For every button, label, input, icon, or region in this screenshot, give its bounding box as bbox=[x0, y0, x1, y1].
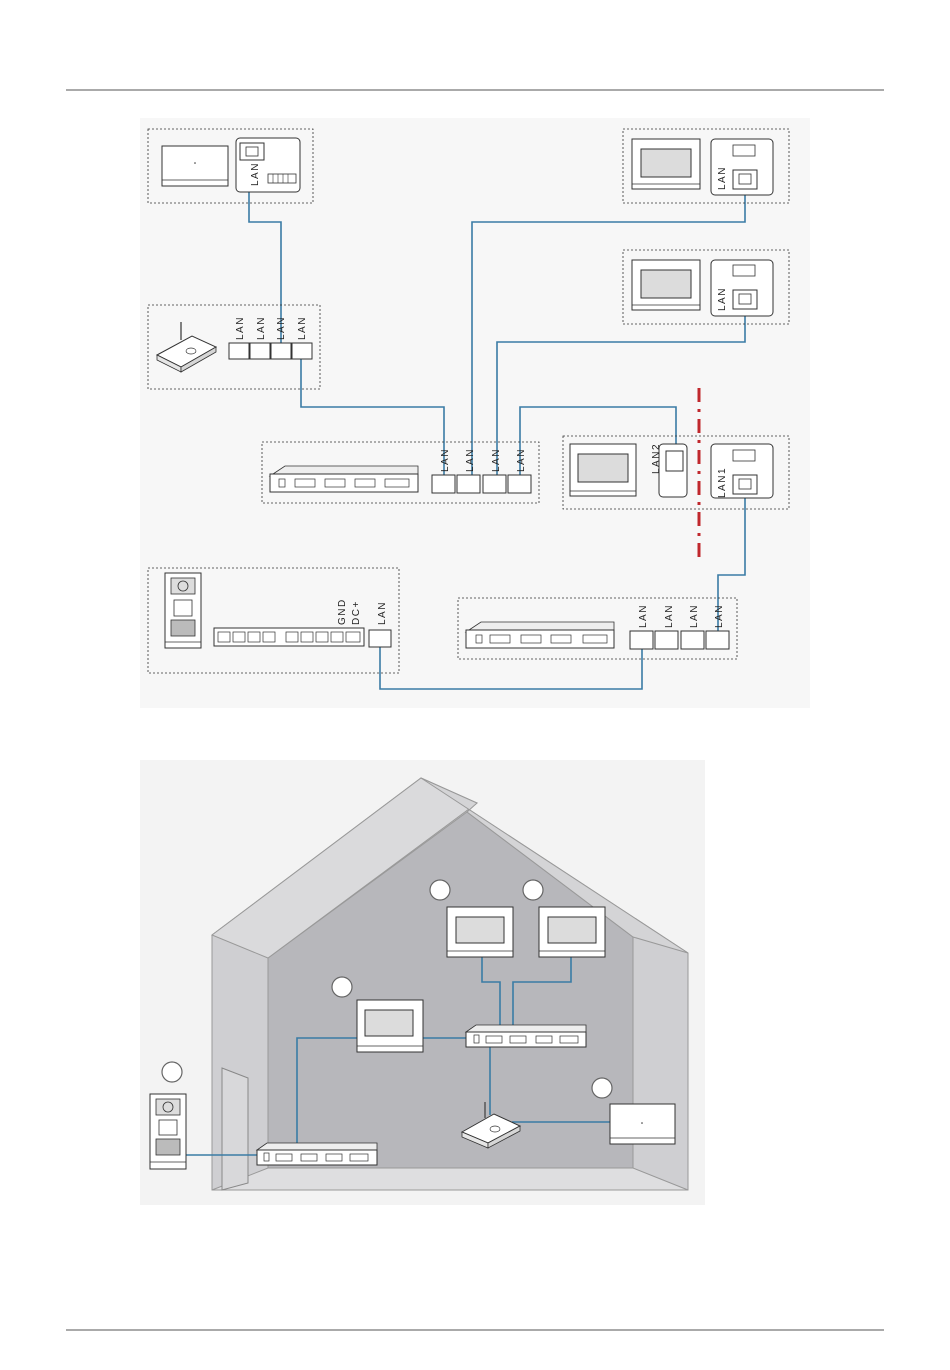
ethernet-port-icon bbox=[369, 630, 391, 647]
lan-label: LAN bbox=[516, 448, 527, 472]
indoor-unit-icon bbox=[610, 1104, 675, 1144]
lan-label: LAN bbox=[276, 316, 287, 340]
monitor-icon bbox=[641, 270, 691, 298]
monitor-icon bbox=[447, 907, 513, 957]
ethernet-port-icon bbox=[483, 475, 506, 493]
ethernet-port-icon bbox=[229, 343, 249, 359]
ethernet-port-icon bbox=[733, 475, 757, 494]
lan-label: LAN bbox=[717, 287, 728, 311]
switch-icon bbox=[466, 1025, 586, 1047]
ethernet-port-icon bbox=[630, 631, 653, 649]
ethernet-port-icon bbox=[292, 343, 312, 359]
lan-label: LAN bbox=[689, 604, 700, 628]
lan2-label: LAN2 bbox=[651, 443, 662, 474]
lan-label: LAN bbox=[235, 316, 246, 340]
monitor-icon bbox=[578, 454, 628, 482]
gnd-label: GND bbox=[337, 598, 348, 625]
dc-plus-label: DC+ bbox=[351, 600, 362, 625]
lan-label: LAN bbox=[465, 448, 476, 472]
door-station-icon bbox=[165, 573, 201, 648]
ethernet-port-icon bbox=[508, 475, 531, 493]
ethernet-port-icon bbox=[733, 170, 757, 189]
door-station-icon bbox=[150, 1094, 186, 1169]
ethernet-port-icon bbox=[271, 343, 291, 359]
ethernet-port-icon bbox=[432, 475, 455, 493]
ethernet-port-icon bbox=[733, 290, 757, 309]
ethernet-port-icon bbox=[250, 343, 270, 359]
ethernet-port-icon bbox=[240, 143, 264, 160]
house-illustration bbox=[140, 760, 705, 1205]
lan-label: LAN bbox=[491, 448, 502, 472]
lan-label: LAN bbox=[717, 166, 728, 190]
monitor-icon bbox=[539, 907, 605, 957]
lan-label: LAN bbox=[377, 601, 388, 625]
ethernet-port-icon bbox=[457, 475, 480, 493]
lan-label: LAN bbox=[297, 316, 308, 340]
terminal-block bbox=[268, 174, 296, 183]
lan-label: LAN bbox=[440, 448, 451, 472]
ethernet-port-icon bbox=[666, 451, 683, 471]
lan-label: LAN bbox=[664, 604, 675, 628]
ethernet-port-icon bbox=[655, 631, 678, 649]
lan1-label: LAN1 bbox=[717, 467, 728, 498]
lan-label: LAN bbox=[256, 316, 267, 340]
ethernet-port-icon bbox=[706, 631, 729, 649]
monitor-icon bbox=[357, 1000, 423, 1052]
lan-label: LAN bbox=[250, 162, 261, 186]
switch-icon bbox=[270, 466, 418, 492]
monitor-icon bbox=[641, 149, 691, 177]
switch-icon bbox=[466, 622, 614, 648]
schematic-background bbox=[140, 118, 810, 708]
power-supply-icon bbox=[214, 628, 364, 646]
switch-icon bbox=[257, 1143, 377, 1165]
lan-label: LAN bbox=[638, 604, 649, 628]
ethernet-port-icon bbox=[681, 631, 704, 649]
lan-label: LAN bbox=[714, 604, 725, 628]
